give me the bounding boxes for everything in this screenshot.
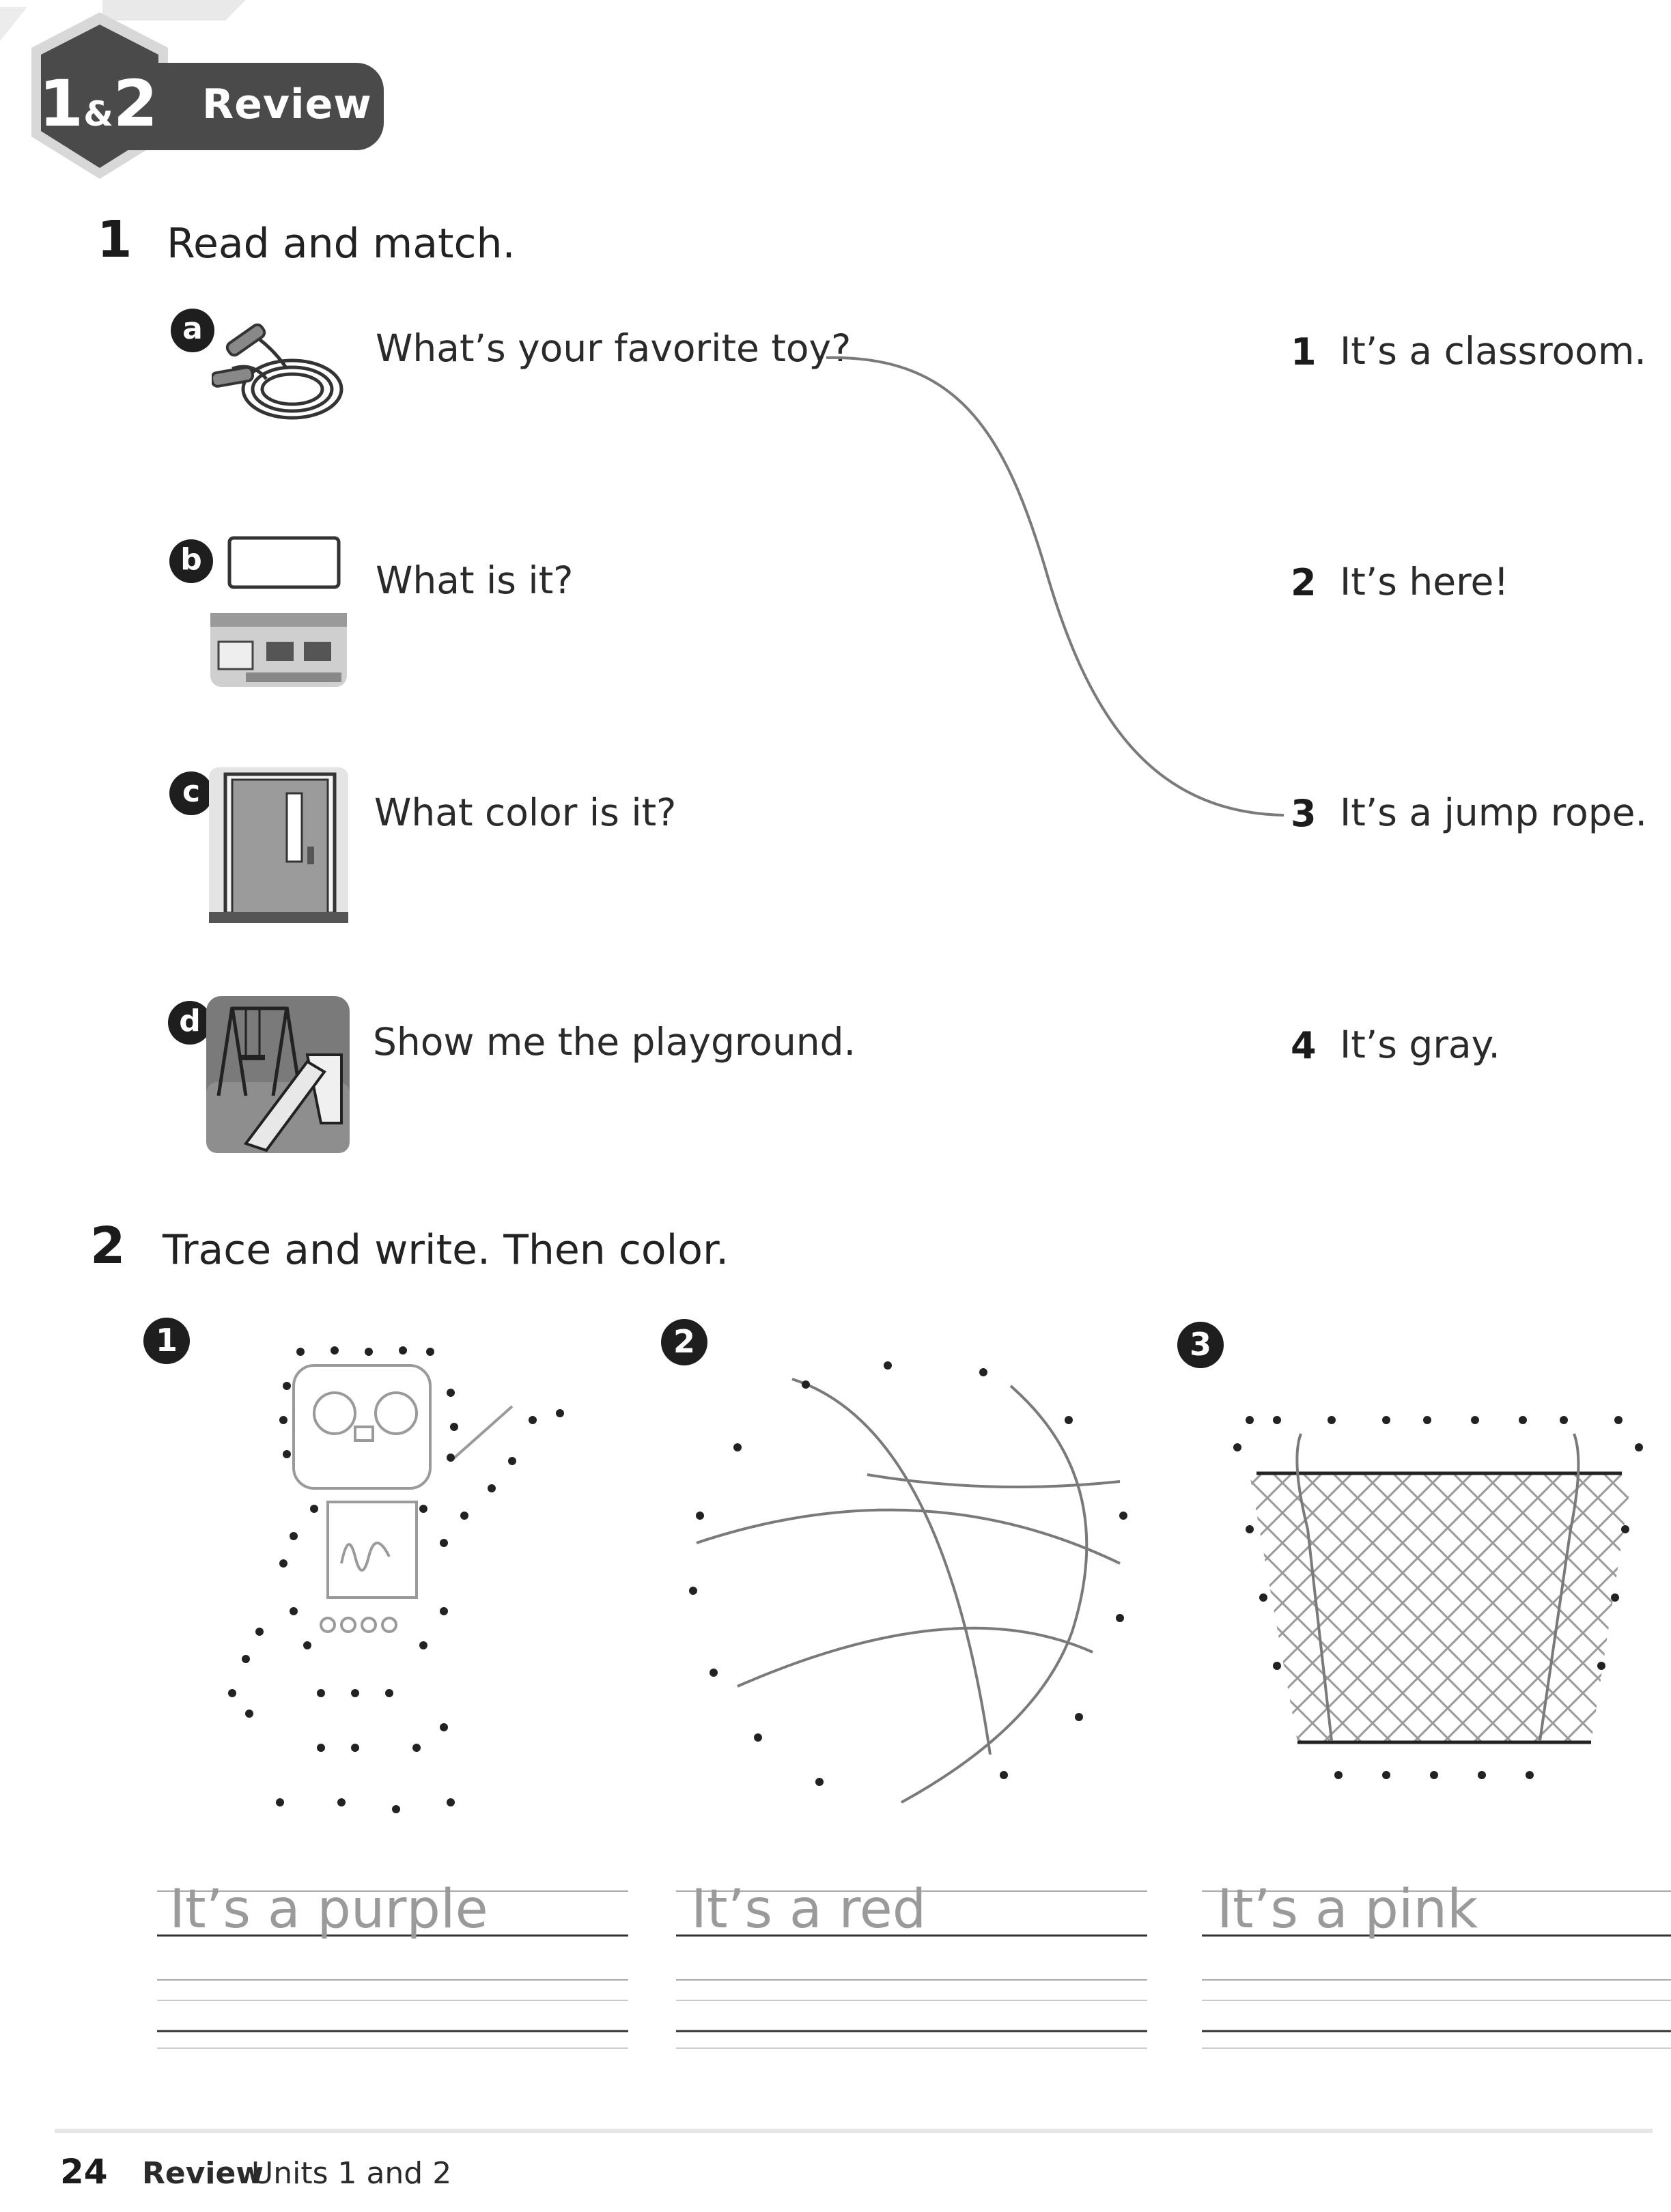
footer-divider (55, 2129, 1653, 2133)
question-a-text: What’s your favorite toy? (376, 326, 852, 370)
trace-text-2[interactable]: It’s a red (691, 1879, 927, 1940)
answer-4-number: 4 (1291, 1024, 1317, 1067)
robot-dot-picture (228, 1346, 564, 1813)
trace-text-3[interactable]: It’s a pink (1217, 1879, 1478, 1940)
jump-rope-icon (212, 323, 343, 420)
exercise-2-number: 2 (90, 1217, 126, 1275)
item-2-number: 2 (661, 1319, 707, 1365)
question-a-letter: a (171, 309, 214, 352)
answer-4-text: It’s gray. (1340, 1023, 1500, 1066)
playground-picture (206, 996, 350, 1153)
door-picture (209, 767, 348, 923)
exercise-2-title: Trace and write. Then color. (163, 1226, 729, 1274)
unit-number: 1&2 (38, 67, 158, 141)
page-number: 24 (60, 2152, 108, 2192)
exercise-1-title: Read and match. (167, 220, 516, 268)
item-3-number: 3 (1177, 1322, 1224, 1368)
question-d-text: Show me the playground. (373, 1020, 856, 1064)
answer-2-text: It’s here! (1340, 560, 1509, 604)
match-line (826, 356, 1284, 817)
answer-1-text: It’s a classroom. (1340, 329, 1646, 373)
question-b-text: What is it? (376, 558, 574, 602)
classroom-picture (210, 536, 347, 687)
review-label: Review (202, 81, 372, 128)
footer-title: Review (142, 2156, 264, 2191)
answer-2-number: 2 (1291, 561, 1317, 604)
basket-dot-picture (1233, 1416, 1643, 1779)
trace-text-1[interactable]: It’s a purple (169, 1879, 488, 1940)
writing-lines-3 (1202, 1890, 1671, 2049)
writing-lines-1 (157, 1890, 628, 2049)
review-banner (102, 63, 384, 150)
question-c-text: What color is it? (374, 791, 677, 834)
answer-1-number: 1 (1291, 330, 1317, 373)
question-c-letter: c (169, 771, 213, 815)
exercise-1-number: 1 (97, 210, 132, 269)
answer-3-number: 3 (1291, 792, 1317, 835)
item-1-number: 1 (143, 1318, 190, 1364)
question-b-letter: b (169, 539, 213, 583)
writing-lines-2 (676, 1890, 1147, 2049)
footer-subtitle: Units 1 and 2 (251, 2156, 452, 2191)
answer-3-text: It’s a jump rope. (1340, 791, 1647, 834)
ball-dot-picture (689, 1361, 1127, 1804)
question-d-letter: d (168, 1001, 212, 1045)
